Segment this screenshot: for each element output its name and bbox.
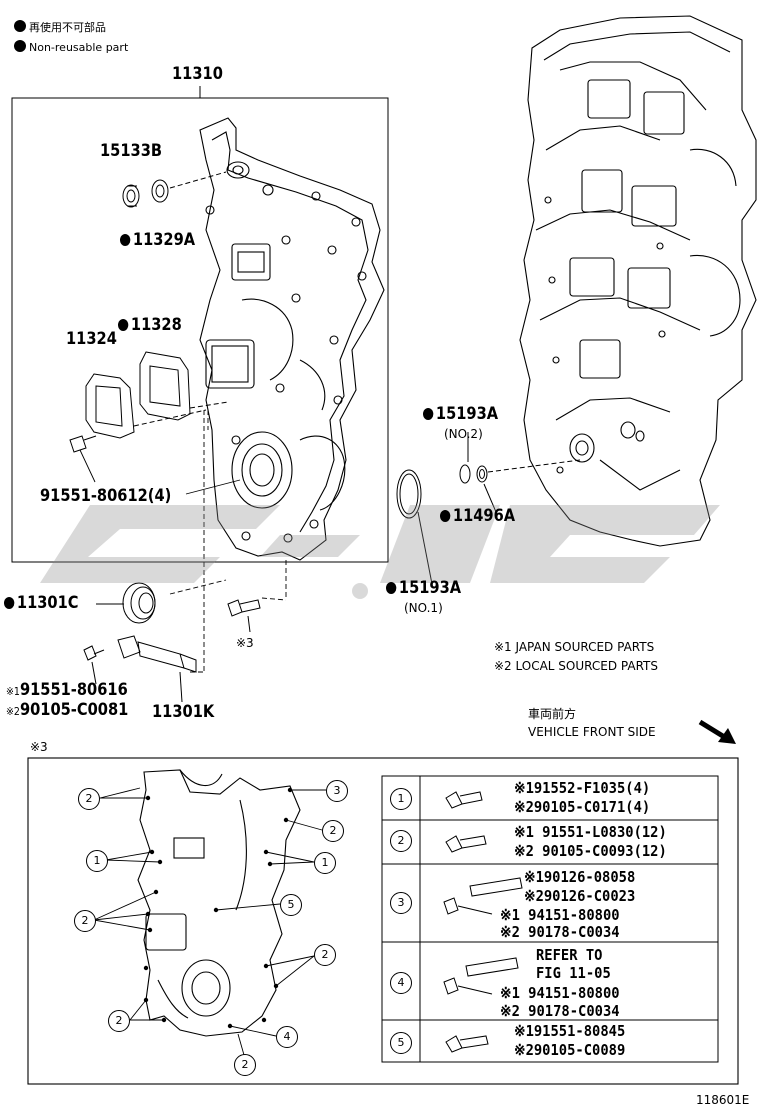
label-no2: (NO.2) <box>444 427 483 441</box>
non-reusable-dot-icon <box>118 319 129 331</box>
table-row5-line2: ※290105-C0089 <box>514 1041 626 1059</box>
table-row3-line1: ※190126-08058 <box>524 868 636 886</box>
label-15193a-no2: 15193A <box>423 406 498 423</box>
legend-en: Non-reusable part <box>14 40 128 53</box>
direction-en: VEHICLE FRONT SIDE <box>528 725 656 739</box>
table-row-number: 5 <box>390 1032 412 1054</box>
callout-circle: 4 <box>276 1026 298 1048</box>
engine-block-drawing <box>519 15 757 547</box>
label-91551-80616: ※191551-80616 <box>6 680 128 700</box>
table-row2-line2: ※2 90105-C0093(12) <box>514 842 667 860</box>
note-japan-sourced: ※1 JAPAN SOURCED PARTS <box>494 640 655 654</box>
table-fastener-icons <box>443 791 523 1053</box>
table-row1-line2: ※290105-C0171(4) <box>514 798 651 816</box>
table-row3-line2: ※290126-C0023 <box>524 887 636 905</box>
callout-circle: 2 <box>314 944 336 966</box>
label-91551-80612: 91551-80612(4) <box>40 486 172 506</box>
label-90105-c0081: ※290105-C0081 <box>6 700 129 720</box>
label-15133b: 15133B <box>100 141 163 161</box>
table-row-number: 3 <box>390 892 412 914</box>
non-reusable-dot-icon <box>386 582 397 594</box>
label-ref3: ※3 <box>236 636 254 650</box>
table-row-number: 1 <box>390 788 412 810</box>
figure-id: 118601E <box>696 1093 750 1107</box>
cover-detail-drawing <box>137 769 301 1037</box>
legend-jp-text: 再使用不可部品 <box>29 21 106 34</box>
table-row4-line4: ※2 90178-C0034 <box>500 1002 620 1020</box>
table-row-number: 4 <box>390 972 412 994</box>
non-reusable-dot-icon <box>440 510 451 522</box>
callout-circle: 1 <box>86 850 108 872</box>
table-row4-line3: ※1 94151-80800 <box>500 984 620 1002</box>
callout-circle: 2 <box>74 910 96 932</box>
label-11310: 11310 <box>172 64 223 84</box>
label-11496a: 11496A <box>440 508 515 525</box>
label-11328: 11328 <box>118 317 182 334</box>
watermark-logo <box>40 505 720 599</box>
callout-circle: 2 <box>78 788 100 810</box>
part-11301k-sensor <box>83 635 197 703</box>
parts-o-rings <box>396 432 581 585</box>
callout-circle: 1 <box>314 852 336 874</box>
table-row-number: 2 <box>390 830 412 852</box>
detail-ref3-label: ※3 <box>30 740 48 754</box>
direction-jp: 車両前方 <box>528 707 577 721</box>
fastener-table <box>381 775 719 1063</box>
callout-circle: 2 <box>108 1010 130 1032</box>
non-reusable-dot-icon <box>14 20 26 32</box>
label-no1: (NO.1) <box>404 601 443 615</box>
assembly-11310-frame <box>11 86 389 563</box>
front-direction-arrow <box>698 719 736 744</box>
callout-circle: 2 <box>322 820 344 842</box>
parts-15133b-11329a <box>122 171 227 208</box>
leader-lines <box>79 410 287 673</box>
table-row3-line3: ※1 94151-80800 <box>500 906 620 924</box>
non-reusable-dot-icon <box>120 234 131 246</box>
legend-jp: 再使用不可部品 <box>14 20 106 33</box>
callout-circle: 2 <box>234 1054 256 1076</box>
table-row2-line1: ※1 91551-L0830(12) <box>514 823 667 841</box>
non-reusable-dot-icon <box>4 597 15 609</box>
label-15193a-no1: 15193A <box>386 580 461 597</box>
table-row4-line2: FIG 11-05 <box>536 964 611 982</box>
timing-cover-drawing <box>199 117 385 561</box>
label-11301k: 11301K <box>152 702 215 722</box>
label-11324: 11324 <box>66 329 117 349</box>
table-row3-line4: ※2 90178-C0034 <box>500 923 620 941</box>
callout-circle: 5 <box>280 894 302 916</box>
ref3-detail-frame <box>27 757 739 1085</box>
note-local-sourced: ※2 LOCAL SOURCED PARTS <box>494 659 658 673</box>
label-11301c: 11301C <box>4 595 78 612</box>
table-row5-line1: ※191551-80845 <box>514 1022 626 1040</box>
callout-circle: 3 <box>326 780 348 802</box>
parts-11324-11328 <box>69 351 229 453</box>
part-11301c <box>96 582 156 624</box>
table-row4-line1: REFER TO <box>536 946 603 964</box>
table-row1-line1: ※191552-F1035(4) <box>514 779 651 797</box>
non-reusable-dot-icon <box>423 408 434 420</box>
bolt-ref3 <box>227 599 261 633</box>
label-11329a: 11329A <box>120 232 195 249</box>
non-reusable-dot-icon <box>14 40 26 52</box>
legend-en-text: Non-reusable part <box>29 41 129 54</box>
